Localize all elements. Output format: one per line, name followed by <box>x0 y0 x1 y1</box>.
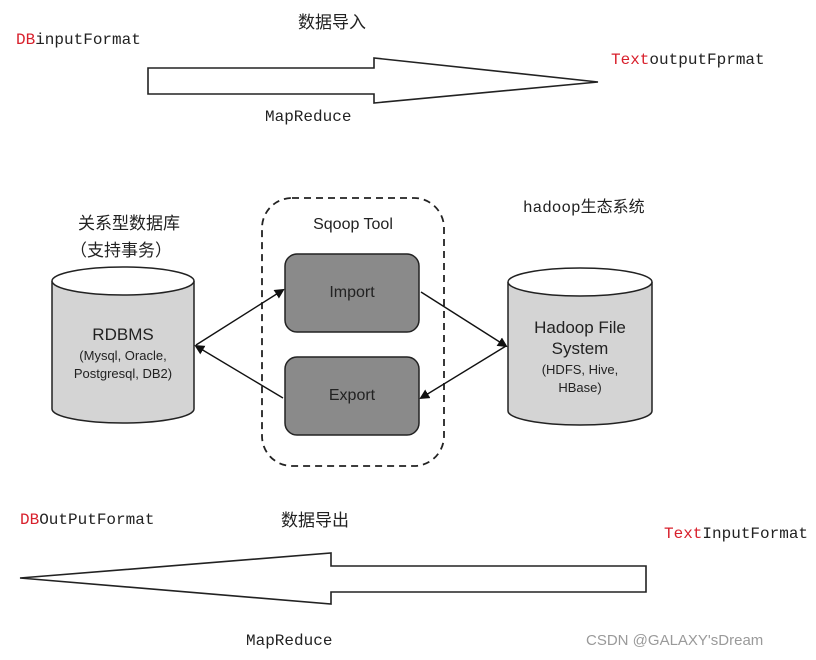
hadoop-heading: hadoop生态系统 <box>523 199 645 217</box>
input-format-suffix-bottom: InputFormat <box>702 525 809 543</box>
import-label: Import <box>329 284 375 301</box>
sqoop-tool-container <box>261 197 445 467</box>
hadoop-cylinder <box>507 267 653 426</box>
watermark: CSDN @GALAXY'sDream <box>586 632 764 649</box>
export-box <box>284 356 420 436</box>
sqoop-tool-title: Sqoop Tool <box>313 216 393 233</box>
db-prefix: DB <box>16 31 36 49</box>
hadoop-to-export-arrow <box>419 345 507 400</box>
input-format-suffix: inputFormat <box>35 31 141 49</box>
rdbms-to-import-arrow <box>195 288 285 346</box>
text-prefix: Text <box>611 51 650 69</box>
rdbms-subtitle-1: (Mysql, Oracle, <box>79 348 167 363</box>
rdbms-subtitle-2: Postgresql, DB2) <box>73 366 173 381</box>
db-input-format-label: DBinputFormat <box>16 31 141 49</box>
import-box <box>284 253 420 333</box>
text-input-format-label: TextInputFormat <box>664 525 808 543</box>
hadoop-subtitle-1: (HDFS, Hive, <box>541 362 619 377</box>
import-hollow-arrow <box>147 57 599 104</box>
text-output-format-label: TextoutputFprmat <box>611 51 765 69</box>
import-mapreduce-label: MapReduce <box>265 108 352 126</box>
rdbms-heading-line2: （支持事务） <box>70 241 172 261</box>
export-title: 数据导出 <box>281 511 349 531</box>
import-to-hadoop-arrow <box>420 291 508 348</box>
rdbms-title: RDBMS <box>92 325 154 344</box>
rdbms-cylinder <box>51 266 195 424</box>
hadoop-title-1: Hadoop File <box>534 318 626 337</box>
export-mapreduce-label: MapReduce <box>246 632 333 650</box>
export-to-rdbms-arrow <box>194 344 284 399</box>
hadoop-subtitle-2: HBase) <box>558 380 602 395</box>
output-format-suffix: outputFprmat <box>649 51 765 69</box>
text-prefix-bottom: Text <box>664 525 703 543</box>
import-title: 数据导入 <box>298 13 366 33</box>
db-output-format-label: DBOutPutFormat <box>20 511 154 529</box>
db-prefix-bottom: DB <box>20 511 40 529</box>
export-label: Export <box>328 387 376 404</box>
output-format-suffix-bottom: OutPutFormat <box>39 511 155 529</box>
export-hollow-arrow <box>19 552 647 605</box>
hadoop-title-2: System <box>551 339 609 358</box>
rdbms-heading-line1: 关系型数据库 <box>78 214 180 234</box>
